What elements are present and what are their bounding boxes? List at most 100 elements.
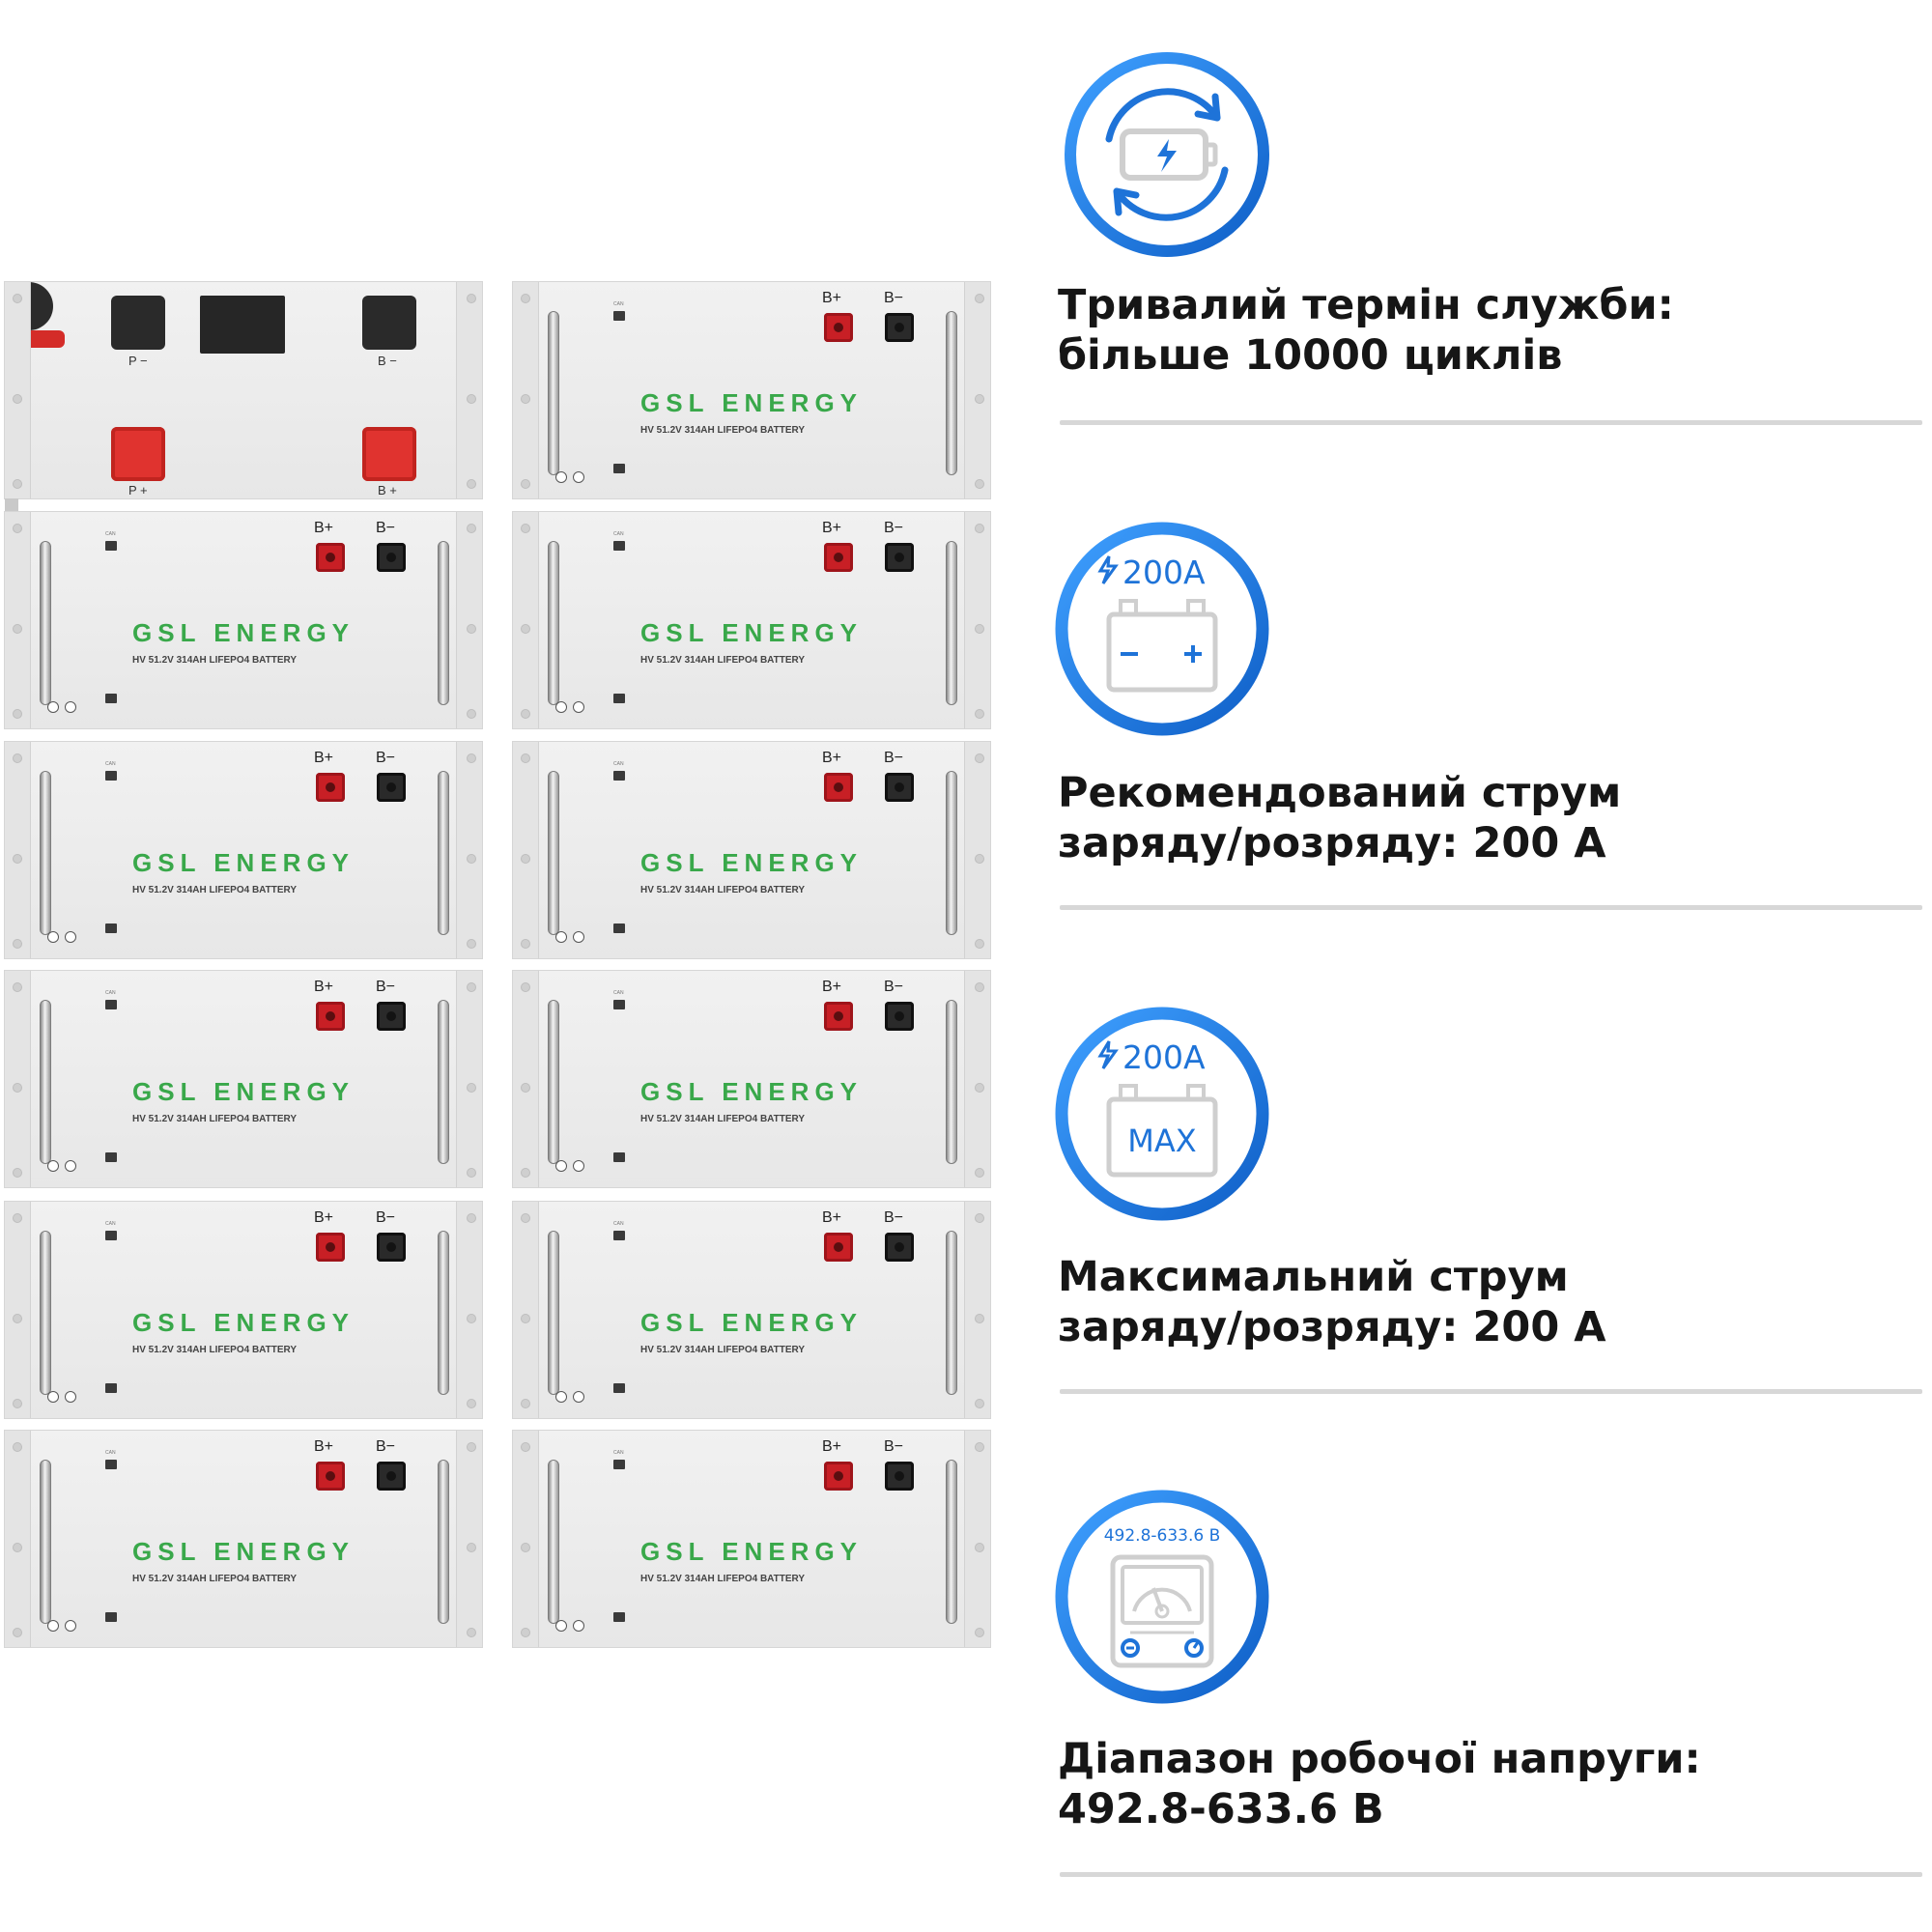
handle [548, 311, 559, 475]
mount-hole [467, 624, 476, 634]
can-label: CAN [613, 301, 624, 307]
rack-ear [513, 1202, 539, 1418]
feature-title-max-current: Максимальний струм заряду/розряду: 200 А [1058, 1253, 1606, 1351]
handle [946, 1460, 957, 1624]
power-knob [555, 701, 567, 713]
label-b-minus: B − [378, 354, 397, 368]
mount-hole [975, 1399, 984, 1408]
rack-ear [964, 512, 990, 728]
brand-logo: GSL ENERGY [640, 848, 864, 877]
terminal-label-positive: B+ [314, 750, 334, 766]
terminal-positive [316, 1462, 345, 1491]
voltage-meter-icon: 492.8-633.6 В [1055, 1490, 1269, 1704]
rack-ear [964, 1202, 990, 1418]
can-label: CAN [613, 990, 624, 996]
mount-hole [467, 1543, 476, 1552]
power-knob [555, 1620, 567, 1632]
mount-hole [13, 1168, 22, 1178]
brand-logo: GSL ENERGY [132, 1308, 355, 1337]
divider [1060, 1389, 1922, 1394]
terminal-positive [824, 1002, 853, 1031]
power-knob [47, 1160, 59, 1172]
terminal-label-positive: B+ [822, 750, 842, 766]
mount-hole [975, 1083, 984, 1093]
rack-ear [513, 1431, 539, 1647]
rack-ear [456, 282, 482, 498]
module-model: HV 51.2V 314AH LIFEPO4 BATTERY [132, 655, 298, 666]
svg-text:200A: 200A [1122, 1038, 1206, 1076]
display-screen [200, 296, 285, 354]
mount-hole [467, 1314, 476, 1323]
divider [1060, 905, 1922, 910]
module-model: HV 51.2V 314AH LIFEPO4 BATTERY [132, 1345, 298, 1355]
can-port [613, 694, 625, 703]
can-port [613, 923, 625, 933]
module-model: HV 51.2V 314AH LIFEPO4 BATTERY [640, 1345, 806, 1355]
terminal-negative [377, 1462, 406, 1491]
mount-hole [467, 1628, 476, 1637]
ground-icon [65, 1620, 76, 1632]
can-port [105, 694, 117, 703]
rack-ear [456, 1431, 482, 1647]
terminal-label-negative: B− [376, 979, 396, 995]
mount-hole [13, 1314, 22, 1323]
mount-hole [975, 1314, 984, 1323]
mount-hole [467, 1213, 476, 1223]
brand-logo: GSL ENERGY [640, 1308, 864, 1337]
terminal-label-positive: B+ [314, 520, 334, 536]
ground-icon [65, 931, 76, 943]
mount-hole [521, 1213, 530, 1223]
mount-hole [13, 1213, 22, 1223]
mount-hole [467, 1399, 476, 1408]
terminal-label-negative: B− [884, 1209, 904, 1226]
handle [946, 1231, 957, 1395]
can-port [613, 1152, 625, 1162]
power-knob [47, 701, 59, 713]
mount-hole [13, 753, 22, 763]
rack-ear [513, 512, 539, 728]
module-model: HV 51.2V 314AH LIFEPO4 BATTERY [132, 885, 298, 895]
rack-ear [5, 971, 31, 1187]
handle [946, 311, 957, 475]
can-port [105, 923, 117, 933]
mount-hole [521, 939, 530, 949]
rack-ear [456, 971, 482, 1187]
module-model: HV 51.2V 314AH LIFEPO4 BATTERY [640, 885, 806, 895]
terminal-label-negative: B− [884, 750, 904, 766]
mount-hole [13, 982, 22, 992]
can-port [105, 1383, 117, 1393]
handle [438, 1231, 449, 1395]
handle [548, 1231, 559, 1395]
mount-hole [467, 753, 476, 763]
brand-logo: GSL ENERGY [132, 848, 355, 877]
label-b-plus: B + [378, 483, 397, 497]
ground-icon [573, 1391, 584, 1403]
label-p-minus: P − [128, 354, 148, 368]
mount-hole [521, 524, 530, 533]
power-knob [47, 1620, 59, 1632]
can-label: CAN [105, 761, 116, 767]
terminal-positive [824, 543, 853, 572]
terminal-positive [824, 1233, 853, 1262]
handle [548, 1000, 559, 1164]
module-model: HV 51.2V 314AH LIFEPO4 BATTERY [640, 425, 806, 436]
terminal-positive [824, 773, 853, 802]
control-box: P −B −P +B + [4, 281, 483, 512]
ground-icon [65, 1391, 76, 1403]
rack-ear [513, 282, 539, 498]
mount-hole [975, 1628, 984, 1637]
svg-text:MAX: MAX [1127, 1122, 1196, 1159]
mount-hole [13, 1543, 22, 1552]
mount-hole [13, 624, 22, 634]
terminal-label-negative: B− [376, 520, 396, 536]
mount-hole [975, 294, 984, 303]
terminal-label-positive: B+ [822, 290, 842, 306]
terminal-negative [885, 543, 914, 572]
can-port [105, 1612, 117, 1622]
rack-ear [456, 742, 482, 958]
handle [946, 1000, 957, 1164]
brand-logo: GSL ENERGY [640, 1077, 864, 1106]
can-label: CAN [613, 1450, 624, 1456]
